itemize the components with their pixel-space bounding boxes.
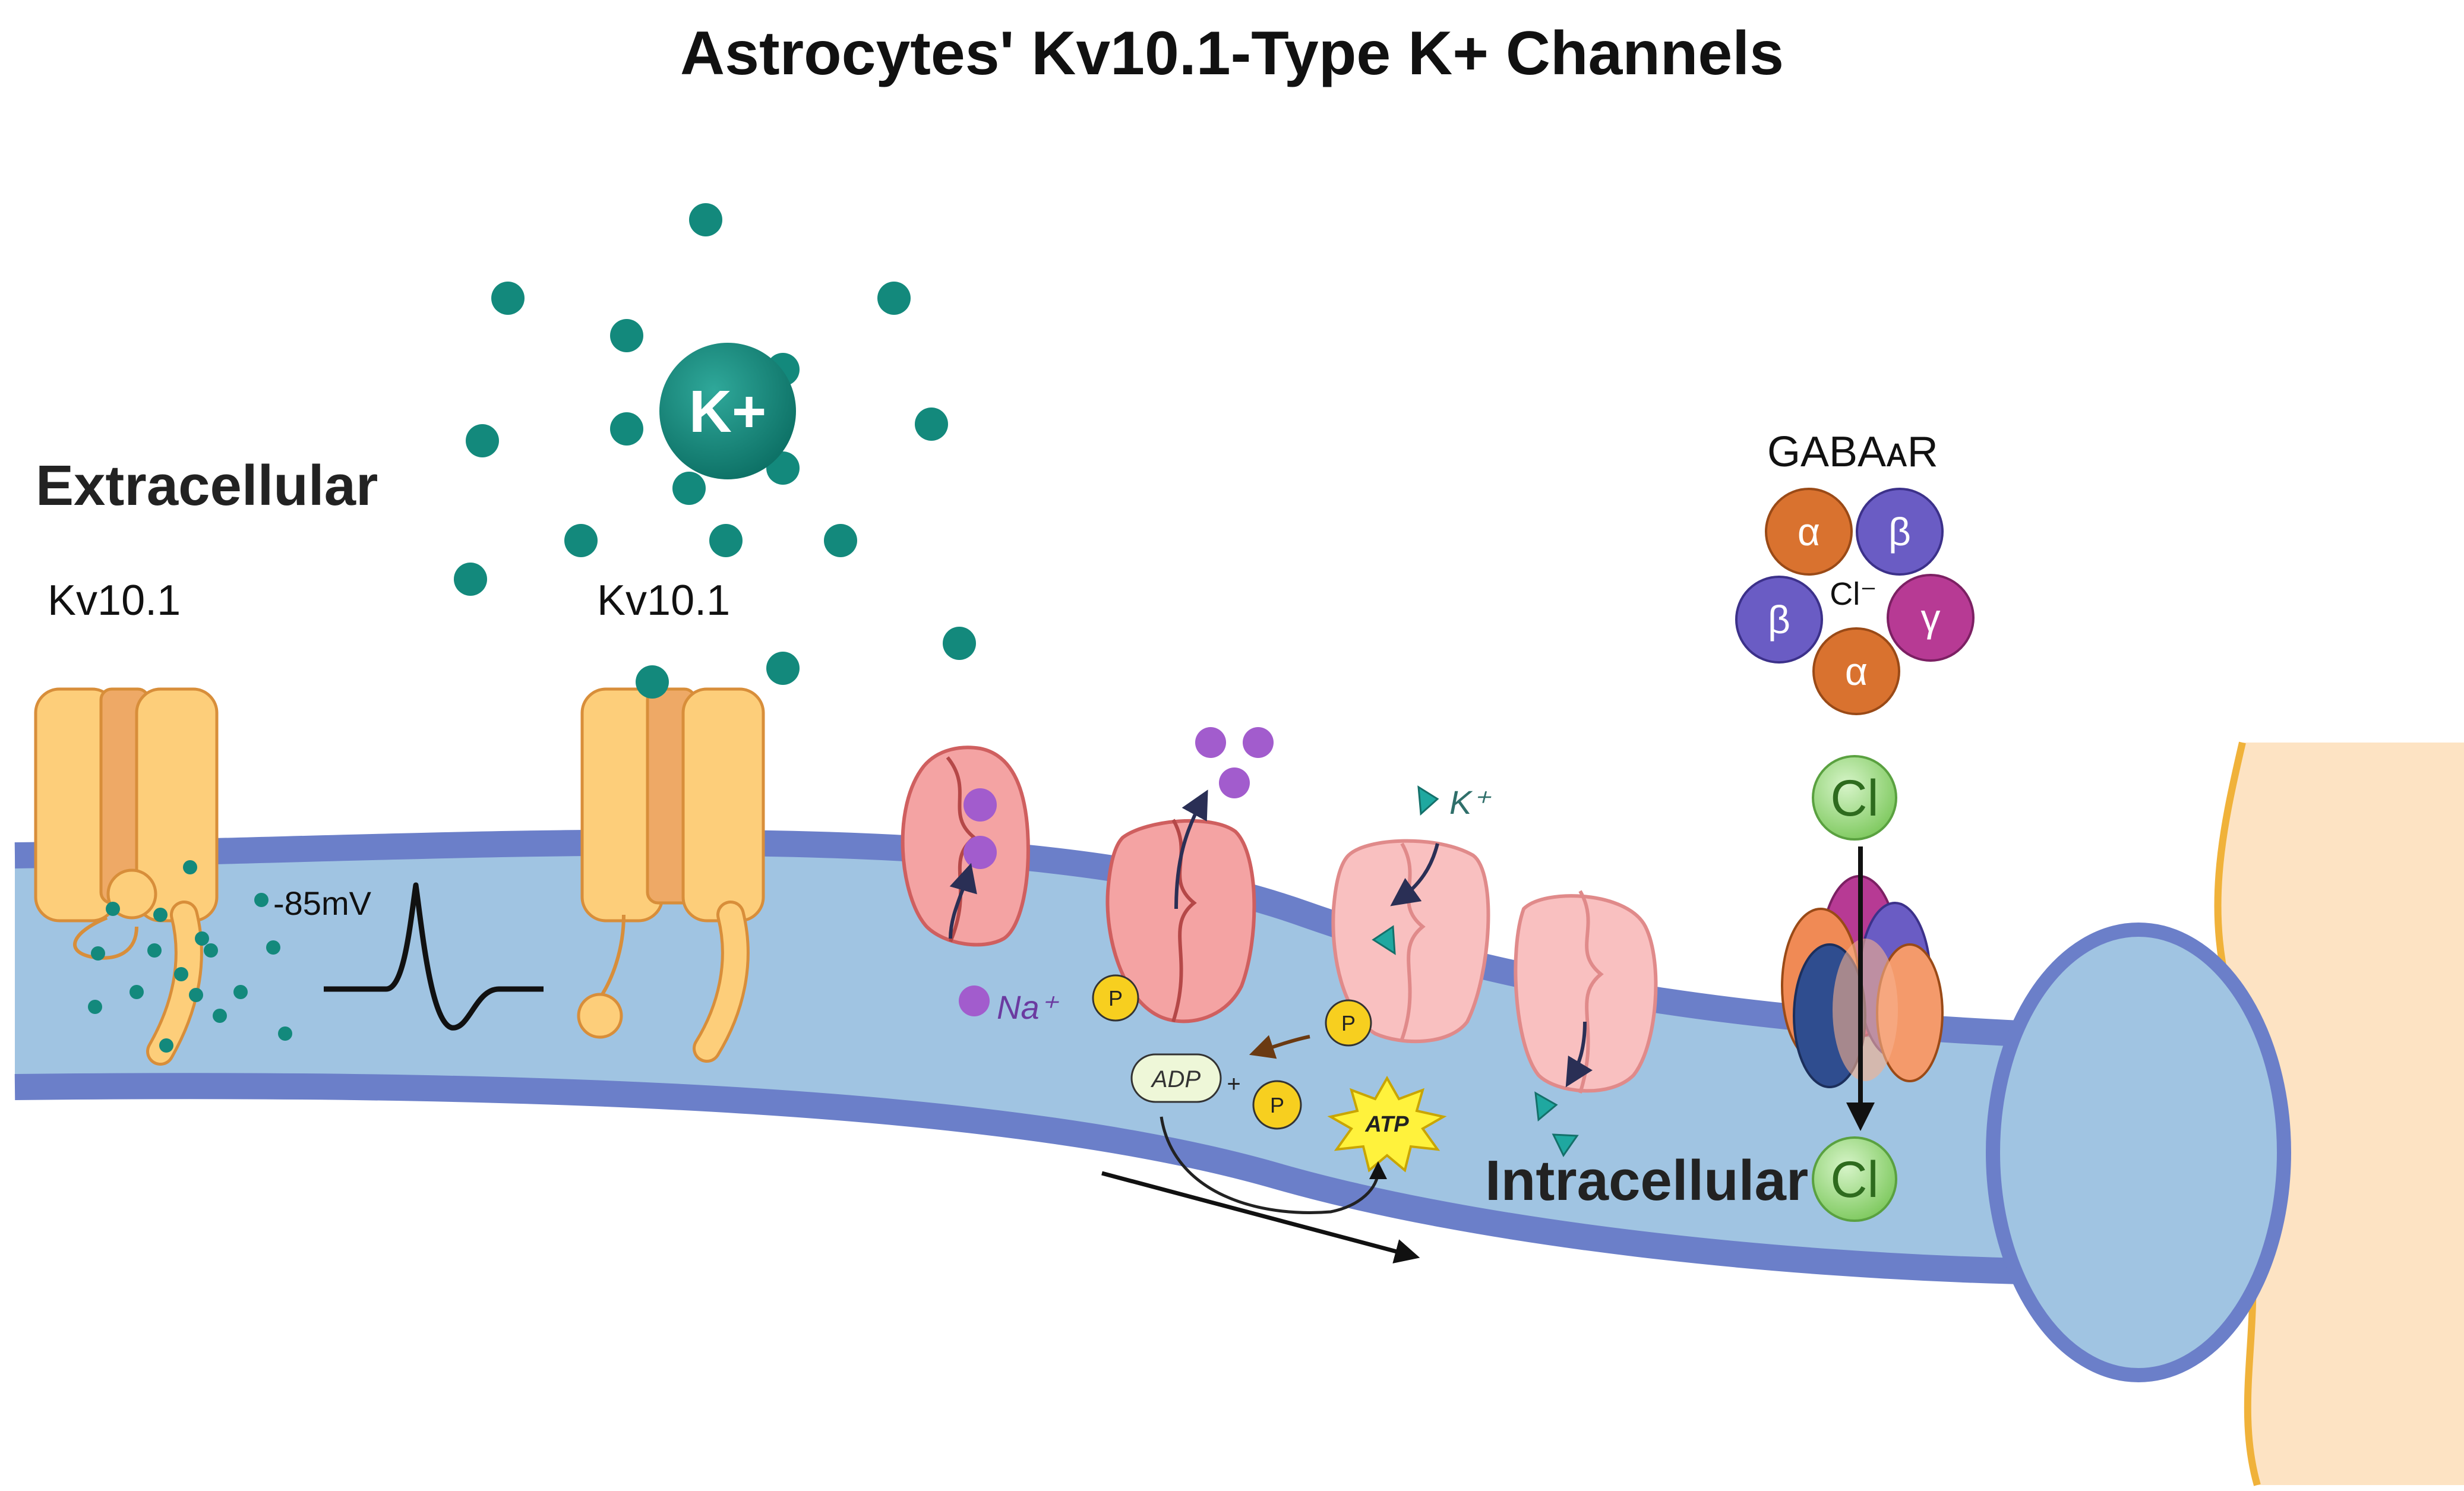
phosphate-stage-2-label: P [1108, 986, 1123, 1010]
gabaa-channel [1781, 875, 1944, 1088]
gabaa-subunit-beta-2 [1735, 576, 1823, 664]
phosphate-inorganic [1252, 1080, 1302, 1130]
atp-synthesis-curve [1160, 1116, 1387, 1214]
na-k-pump-stage-3 [1331, 785, 1490, 1044]
membrane-lower-edge [14, 1073, 2020, 1284]
phosphate-inorganic-label: P [1270, 1093, 1284, 1117]
kv10-1-label-right: Kv10.1 [597, 577, 730, 624]
adp-capsule [1130, 1053, 1222, 1103]
potassium-ion-large [659, 343, 796, 479]
gabaa-subunit-alpha-2 [1812, 627, 1900, 715]
sodium-ion-label: Na⁺ [997, 988, 1060, 1026]
membrane-potential-label: -85mV [273, 885, 372, 922]
na-k-pump-stage-2 [1105, 727, 1274, 1024]
chloride-center-label: Cl⁻ [1830, 576, 1877, 612]
gabaa-subunit-alpha-1-label: α [1798, 510, 1820, 554]
chloride-ion-extracellular [1812, 755, 1897, 841]
na-k-pump-stage-4 [1514, 890, 1658, 1157]
gabaa-subunit-beta-1-label: β [1888, 510, 1911, 554]
kv10-1-channel-right [577, 687, 765, 1063]
gabaa-subunit-beta-1 [1856, 488, 1944, 576]
gabaa-subunit-alpha-1 [1765, 488, 1853, 576]
postsynaptic-cell [2217, 743, 2464, 1485]
extracellular-potassium-ions [454, 203, 976, 699]
phosphate-stage-3 [1325, 999, 1372, 1047]
potassium-ion-large-label: K+ [689, 378, 767, 445]
gabaa-subunit-beta-2-label: β [1768, 598, 1790, 642]
astrocyte-endfoot [1986, 923, 2291, 1382]
astrocyte-process-band [15, 842, 2020, 1271]
intracellular-label: Intracellular [1485, 1149, 1808, 1212]
adp-label: ADP [1151, 1066, 1201, 1092]
process-direction-arrow [1101, 1171, 1420, 1263]
gabaa-subunit-gamma-label: γ [1921, 596, 1941, 640]
action-potential-trace [324, 882, 544, 1031]
gabaa-receptor-label: GABAᴀR [1767, 428, 1938, 476]
chloride-ion-extracellular-label: Cl [1830, 770, 1878, 827]
chloride-ion-intracellular [1812, 1136, 1897, 1222]
plus-sign: + [1227, 1071, 1240, 1097]
phosphate-stage-2 [1092, 974, 1139, 1022]
na-k-pump-stage-1 [901, 746, 1030, 1016]
figure-title: Astrocytes' Kv10.1-Type K+ Channels [680, 19, 1784, 88]
kv10-1-channel-left [34, 687, 219, 1066]
potassium-ion-small-label: K⁺ [1449, 784, 1492, 821]
gabaa-receptor-subunits [1735, 488, 1975, 715]
extracellular-label: Extracellular [36, 454, 378, 517]
kv10-1-label-left: Kv10.1 [48, 577, 181, 624]
intracellular-potassium-ions [88, 860, 292, 1053]
atp-burst [1327, 1075, 1447, 1173]
gabaa-subunit-gamma [1887, 574, 1975, 662]
phosphate-stage-3-label: P [1341, 1011, 1356, 1035]
atp-label: ATP [1364, 1112, 1409, 1137]
gabaa-subunit-alpha-2-label: α [1845, 649, 1868, 693]
phosphate-release-arrow [1249, 1035, 1310, 1059]
chloride-ion-intracellular-label: Cl [1830, 1151, 1878, 1208]
